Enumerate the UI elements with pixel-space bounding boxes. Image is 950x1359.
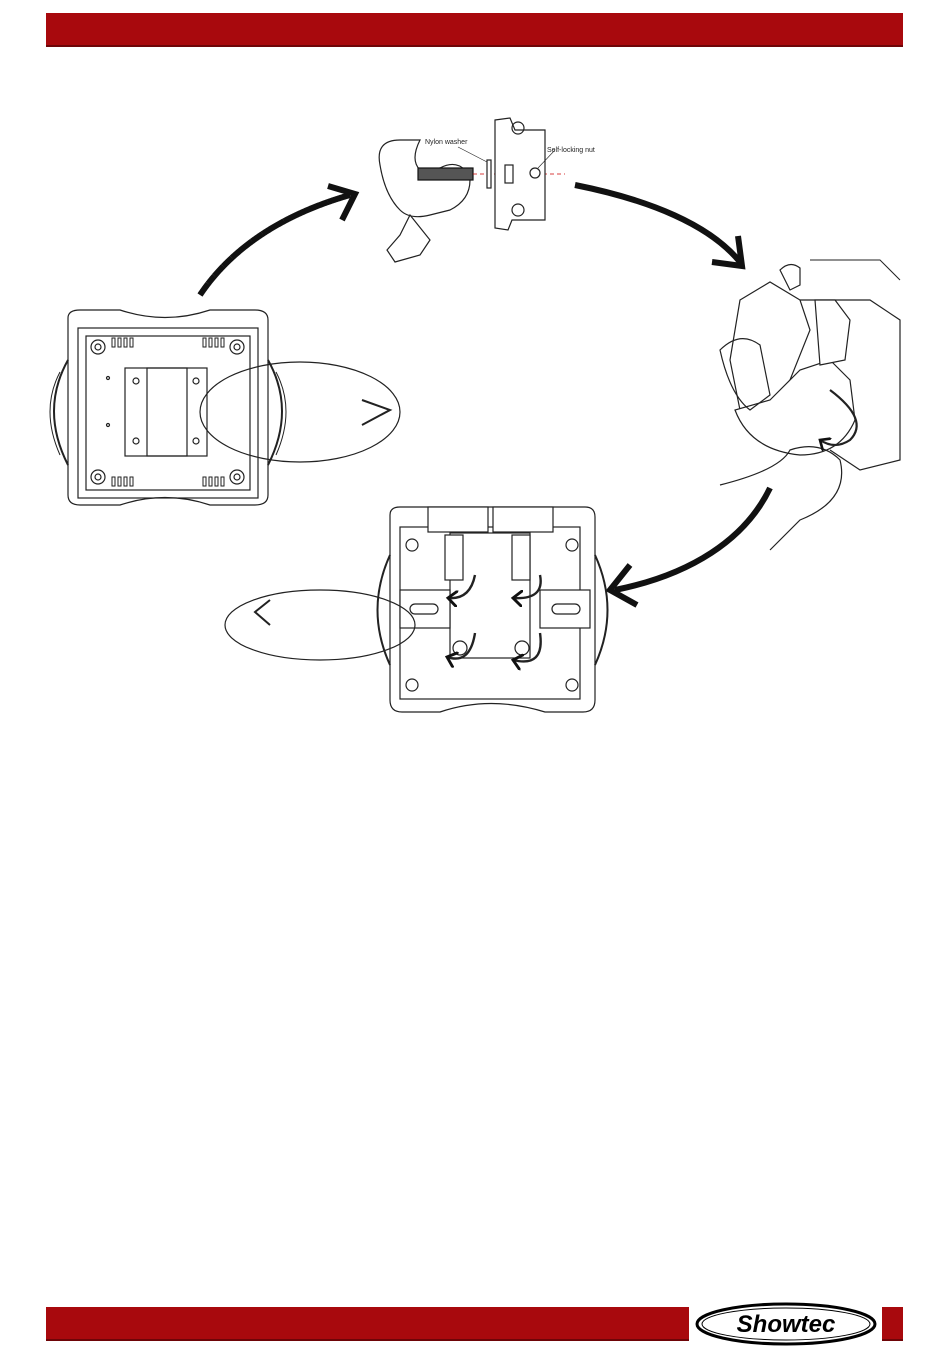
- clamp-installed-view: [720, 260, 900, 550]
- footer-bar: [46, 1307, 689, 1341]
- callout-nylon-washer: Nylon washer: [425, 139, 468, 146]
- callout-self-locking-nut: Self-locking nut: [547, 147, 595, 154]
- step-arrow-2: [575, 185, 740, 262]
- fixture-bottom-view: [50, 310, 400, 505]
- step-arrow-3: [615, 488, 770, 590]
- svg-text:Showtec: Showtec: [737, 1311, 836, 1338]
- step-arrow-1: [200, 195, 350, 295]
- mounting-diagram: Nylon washer Self-locking nut: [0, 0, 950, 760]
- footer-bar-end: [882, 1307, 903, 1341]
- fixture-with-clamps-view: [225, 507, 608, 712]
- showtec-logo: Showtec: [694, 1302, 878, 1346]
- clamp-exploded-view: [379, 118, 565, 262]
